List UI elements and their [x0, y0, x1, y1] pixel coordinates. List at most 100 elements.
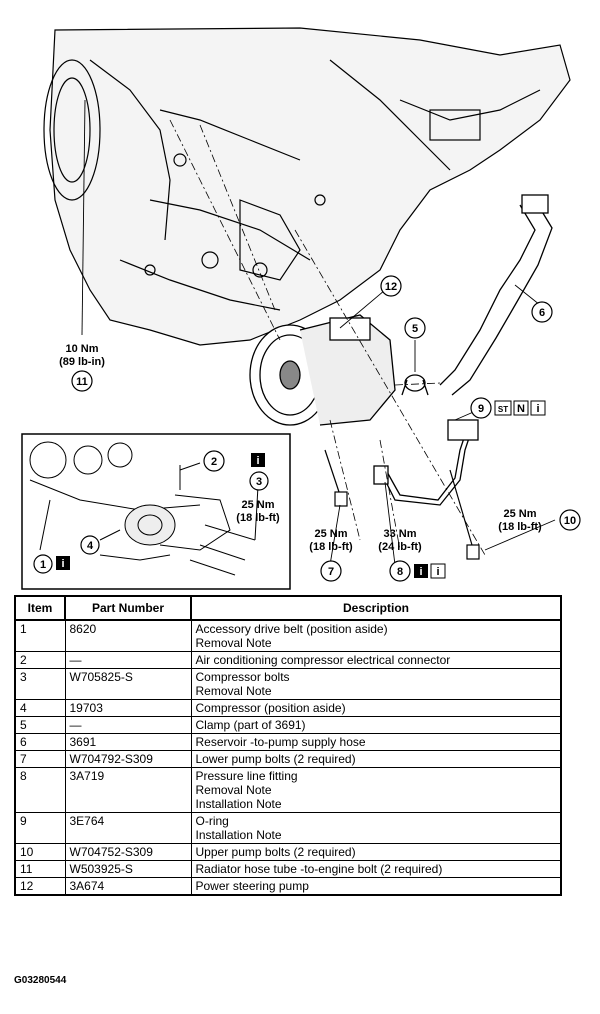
svg-text:i: i: [436, 566, 439, 578]
leader-lines: [81, 99, 556, 566]
torque-7-nm: 25 Nm: [314, 528, 347, 540]
description-cell: Air conditioning compressor electrical c…: [190, 651, 562, 669]
bolt-illustrations: [324, 449, 480, 560]
description-line: Compressor bolts: [195, 670, 290, 684]
svg-text:N: N: [517, 403, 525, 415]
svg-text:8: 8: [397, 566, 403, 578]
description-cell: Reservoir -to-pump supply hose: [190, 733, 562, 751]
item-cell: 7: [14, 750, 66, 768]
item-cell: 5: [14, 716, 66, 734]
part-number-cell: 3691: [64, 733, 192, 751]
item-cell: 4: [14, 699, 66, 717]
svg-text:7: 7: [328, 566, 334, 578]
callout-5: 5: [404, 317, 426, 339]
part-number-cell: W704752-S309: [64, 843, 192, 861]
callout-4: 4: [80, 535, 100, 555]
header-part-number: Part Number: [64, 595, 192, 621]
svg-text:3: 3: [256, 476, 262, 488]
special-tool-icon: ST: [494, 400, 512, 416]
description-cell: Power steering pump: [190, 877, 562, 896]
description-line: Clamp (part of 3691): [195, 718, 306, 732]
description-cell: Accessory drive belt (position aside)Rem…: [190, 619, 562, 652]
description-cell: Clamp (part of 3691): [190, 716, 562, 734]
svg-text:i: i: [61, 558, 64, 570]
item-cell: 12: [14, 877, 66, 896]
torque-10-nm: 25 Nm: [503, 508, 536, 520]
description-cell: Radiator hose tube -to-engine bolt (2 re…: [190, 860, 562, 878]
part-number-cell: 3A674: [64, 877, 192, 896]
description-line: Lower pump bolts (2 required): [195, 752, 356, 766]
parts-table-header: Item Part Number Description: [14, 595, 562, 621]
svg-text:5: 5: [412, 323, 418, 335]
callout-11: 11: [71, 370, 93, 392]
description-line: O-ring: [195, 814, 229, 828]
torque-3-nm: 25 Nm: [241, 499, 274, 511]
info-icon: i: [56, 556, 70, 570]
item-cell: 9: [14, 812, 66, 844]
description-line: Air conditioning compressor electrical c…: [195, 653, 451, 667]
power-steering-pump-illustration: [249, 314, 396, 426]
item-cell: 6: [14, 733, 66, 751]
description-line: Removal Note: [195, 636, 272, 650]
centerlines: [169, 119, 486, 556]
svg-text:10: 10: [564, 515, 576, 527]
supply-hose-illustration: [439, 194, 553, 396]
item-cell: 11: [14, 860, 66, 878]
header-description: Description: [190, 595, 562, 621]
exploded-view-diagram: 12 5 6 9 11 7 8 10 2 3 4 1: [21, 27, 581, 590]
description-line: Pressure line fitting: [195, 769, 298, 783]
torque-8-nm: 33 Nm: [383, 528, 416, 540]
callout-8: 8: [389, 560, 411, 582]
engine-block-illustration: [43, 27, 571, 346]
part-number-cell: 3E764: [64, 812, 192, 844]
info-icon: i: [414, 564, 428, 578]
description-cell: Lower pump bolts (2 required): [190, 750, 562, 768]
part-number-cell: W704792-S309: [64, 750, 192, 768]
item-cell: 3: [14, 668, 66, 700]
callout-7: 7: [320, 560, 342, 582]
torque-11-lb: (89 lb-in): [59, 356, 105, 368]
note-n-icon: N: [513, 400, 529, 416]
svg-text:1: 1: [40, 559, 46, 571]
torque-7-lb: (18 lb-ft): [309, 541, 353, 553]
figure-id: G03280544: [14, 975, 67, 986]
part-number-cell: —: [64, 651, 192, 669]
header-item: Item: [14, 595, 66, 621]
description-line: Installation Note: [195, 828, 282, 842]
info-icon: i: [530, 400, 546, 416]
description-cell: Upper pump bolts (2 required): [190, 843, 562, 861]
clamp-illustration: [401, 374, 429, 396]
info-icon: i: [430, 563, 446, 579]
callout-2: 2: [203, 450, 225, 472]
info-icon: i: [251, 453, 265, 467]
item-cell: 1: [14, 619, 66, 652]
part-number-cell: 8620: [64, 619, 192, 652]
svg-text:6: 6: [539, 307, 545, 319]
callout-1: 1: [33, 554, 53, 574]
description-line: Accessory drive belt (position aside): [195, 622, 388, 636]
table-row: 5—Clamp (part of 3691): [14, 716, 562, 734]
item-cell: 2: [14, 651, 66, 669]
description-cell: Compressor (position aside): [190, 699, 562, 717]
description-line: Reservoir -to-pump supply hose: [195, 735, 366, 749]
svg-text:i: i: [536, 403, 539, 415]
svg-text:4: 4: [87, 540, 94, 552]
part-number-cell: 3A719: [64, 767, 192, 813]
description-line: Installation Note: [195, 797, 282, 811]
item-cell: 8: [14, 767, 66, 813]
callout-3: 3: [249, 471, 269, 491]
item-cell: 10: [14, 843, 66, 861]
part-number-cell: —: [64, 716, 192, 734]
